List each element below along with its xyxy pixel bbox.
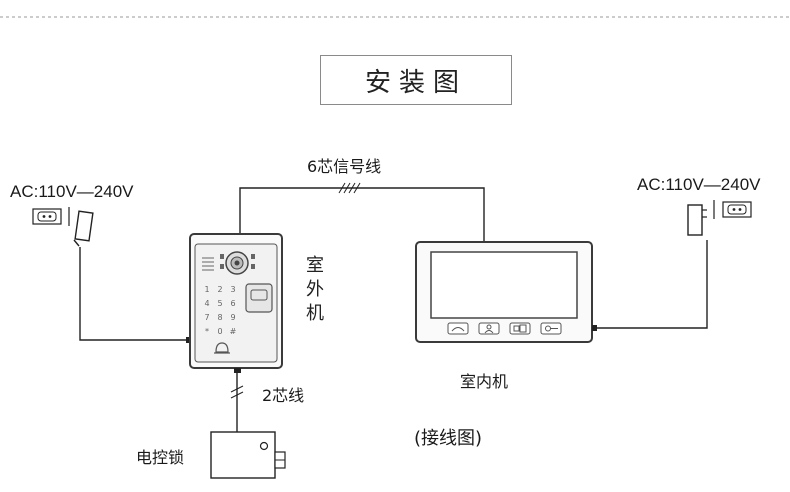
outdoor-unit — [189, 233, 283, 369]
keypad: 1 2 3 4 5 6 7 8 9 * 0 # — [204, 285, 236, 336]
keypad-key: 6 — [230, 299, 235, 308]
ac-right-label: AC:110V—240V — [637, 175, 761, 194]
right-power-wire — [597, 240, 708, 329]
left-power-outlet-icon — [32, 207, 70, 226]
left-power-adapter-icon — [73, 210, 94, 247]
cable-2core-hatch — [230, 385, 244, 399]
keypad-key: 5 — [217, 299, 222, 308]
keypad-key: 1 — [204, 285, 209, 294]
cable-6core-hatch — [338, 182, 361, 194]
keypad-key: 2 — [217, 285, 222, 294]
page-title: 安装图 — [320, 55, 512, 105]
keypad-key: * — [205, 327, 209, 336]
keypad-key: 0 — [217, 327, 222, 336]
cable-6core — [239, 187, 485, 242]
keypad-key: 3 — [230, 285, 235, 294]
left-power-wire — [79, 247, 188, 341]
indoor-unit — [415, 241, 593, 343]
right-power-outlet-icon — [713, 200, 752, 219]
keypad-key: 4 — [204, 299, 209, 308]
keypad-key: 7 — [204, 313, 209, 322]
keypad-key: 8 — [217, 313, 222, 322]
electric-lock-label: 电控锁 — [136, 448, 185, 467]
electric-lock-icon — [210, 431, 286, 479]
indoor-unit-label: 室内机 — [460, 372, 509, 391]
outdoor-unit-label: 室 外 机 — [306, 255, 324, 324]
diagram-caption: (接线图) — [414, 428, 483, 449]
keypad-key: 9 — [230, 313, 235, 322]
cable-2core-label: 2芯线 — [262, 386, 305, 405]
cable-6core-label: 6芯信号线 — [307, 157, 382, 176]
right-power-adapter-icon — [687, 204, 707, 236]
keypad-key: # — [230, 327, 237, 336]
ac-left-label: AC:110V—240V — [10, 182, 134, 201]
